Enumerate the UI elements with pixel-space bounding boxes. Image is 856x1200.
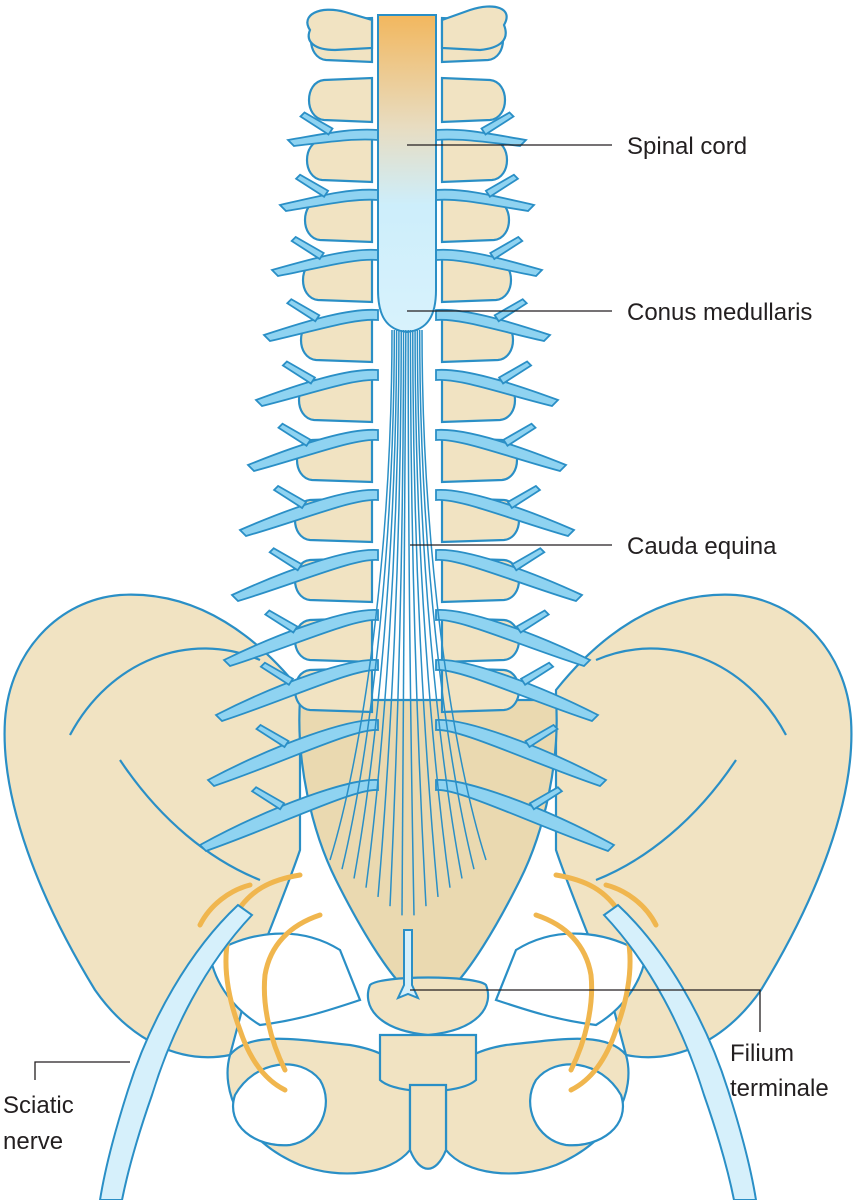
label-cauda-equina: Cauda equina: [627, 533, 777, 560]
left-sciatic-nerve: [98, 903, 254, 1200]
nerve-roots: [198, 111, 616, 853]
nerve-root-fork-right: [502, 422, 537, 447]
nerve-root-right: [435, 248, 544, 277]
vertebra-top-left: [306, 8, 374, 52]
cauda-strand: [389, 329, 405, 907]
nerve-root-left: [222, 609, 379, 668]
cauda-strand: [418, 329, 475, 870]
pubic-lower: [408, 1083, 448, 1170]
vertebra-top-right: [440, 5, 508, 52]
nerve-root-fork-right: [497, 360, 533, 385]
nerve-root-right: [435, 128, 528, 147]
nerve-root-right: [435, 719, 608, 788]
nerve-root-left: [206, 719, 379, 788]
nerve-root-left: [214, 659, 379, 723]
cauda-strand: [377, 329, 402, 897]
nerve-root-right: [435, 549, 584, 603]
cauda-strand: [341, 329, 396, 870]
spinal-cord-body: [377, 14, 437, 334]
nerve-root-fork-right: [493, 298, 529, 323]
vertebra-right: [440, 76, 506, 124]
label-sciatic-nerve-line1: Sciatic: [3, 1092, 74, 1119]
sciatic-nerves: [98, 903, 758, 1200]
nerve-root-right: [435, 308, 552, 342]
filium-terminale-leader: [410, 989, 761, 1032]
nerve-root-fork-left: [294, 173, 330, 198]
nerve-root-fork-right: [511, 547, 546, 572]
nerve-root-right: [435, 488, 576, 538]
left-obturator-foramen: [232, 1063, 327, 1147]
nerve-root-right: [435, 188, 536, 212]
nerve-root-left: [238, 488, 379, 538]
nerve-root-fork-left: [268, 547, 303, 572]
cauda-strand: [407, 329, 415, 916]
label-filium-terminale-line1: Filium: [730, 1040, 794, 1067]
leader-lines: [34, 144, 761, 1080]
label-filium-terminale-line2: terminale: [730, 1075, 829, 1102]
nerve-root-right: [435, 779, 616, 853]
label-spinal-cord: Spinal cord: [627, 133, 747, 160]
nerve-root-left: [198, 779, 379, 853]
cauda-strand: [353, 329, 398, 879]
nerve-root-right: [435, 368, 560, 407]
nerve-root-fork-right: [519, 661, 555, 686]
nerve-root-right: [435, 609, 592, 668]
vertebra-left: [308, 76, 374, 124]
cauda-strand: [414, 329, 451, 888]
nerve-root-left: [246, 428, 379, 473]
vertebra-left: [306, 136, 374, 184]
nerve-root-fork-left: [285, 298, 321, 323]
nerve-root-fork-right: [489, 235, 524, 261]
nerve-root-fork-right: [528, 786, 564, 811]
label-sciatic-nerve-line2: nerve: [3, 1128, 63, 1155]
nerve-root-right: [435, 428, 568, 473]
nerve-root-fork-right: [506, 484, 542, 510]
cauda-strand: [421, 329, 487, 861]
cauda-strand: [365, 329, 400, 888]
sciatic-nerve-leader: [34, 1061, 130, 1080]
labels: Spinal cord Conus medullaris Cauda equin…: [3, 133, 829, 1155]
right-sciatic-nerve: [602, 903, 758, 1200]
right-obturator-foramen: [529, 1063, 624, 1147]
nerve-root-left: [254, 368, 379, 407]
nerve-root-fork-right: [524, 723, 559, 749]
nerve-root-fork-left: [250, 786, 286, 811]
filium-terminale: [396, 929, 420, 1000]
nerve-root-fork-right: [515, 609, 551, 634]
nerve-root-left: [270, 248, 379, 277]
nerve-root-fork-left: [281, 360, 317, 385]
nerve-root-fork-left: [255, 723, 290, 749]
cauda-strand: [409, 329, 427, 907]
nerve-root-fork-right: [480, 111, 515, 136]
nerve-root-left: [286, 128, 379, 147]
nerve-root-fork-left: [277, 422, 312, 447]
sacral-plexus: [197, 872, 659, 1093]
nerve-root-fork-right: [484, 173, 520, 198]
pubic-symphysis: [378, 1033, 478, 1093]
nerve-root-left: [262, 308, 379, 342]
cauda-equina: [329, 329, 487, 916]
nerve-root-fork-left: [290, 235, 325, 261]
nerve-root-fork-left: [259, 661, 295, 686]
coccyx: [366, 976, 490, 1037]
nerve-root-fork-left: [299, 111, 334, 136]
nerve-root-left: [230, 549, 379, 603]
nerve-root-fork-left: [263, 609, 299, 634]
nerve-root-right: [435, 659, 600, 723]
nerve-root-left: [278, 188, 379, 212]
nerve-root-fork-left: [272, 484, 308, 510]
spinal-cord: [377, 14, 437, 334]
cauda-strand: [416, 329, 463, 879]
cauda-strand: [329, 329, 393, 861]
cauda-strand: [412, 329, 439, 897]
label-conus-medullaris: Conus medullaris: [627, 299, 812, 326]
